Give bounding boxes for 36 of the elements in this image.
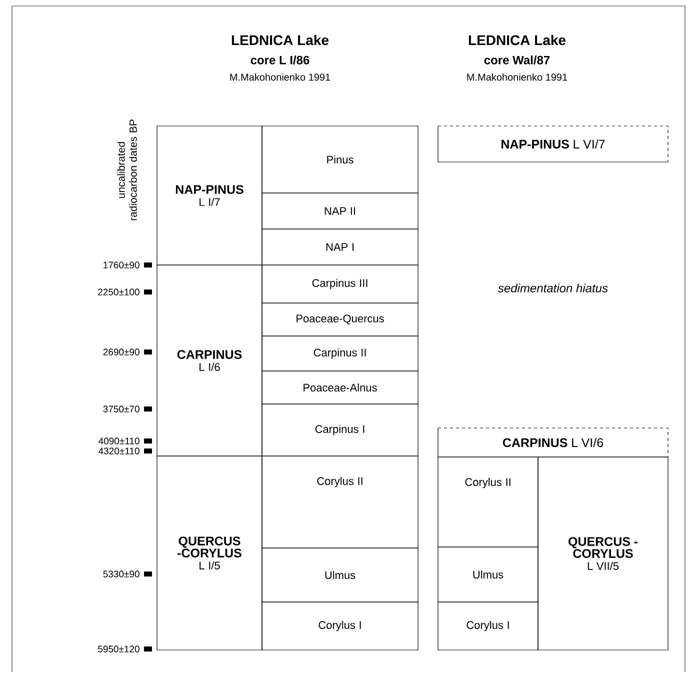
subzone-box: NAP II: [262, 192, 418, 230]
subzone-box: Corylus I: [438, 602, 538, 650]
subzone-box: Corylus II: [262, 456, 418, 548]
date-label: 4090±110: [98, 438, 140, 444]
date-label: 5950±120: [98, 646, 140, 652]
zone-box: CARPINUS L I/6: [156, 264, 262, 456]
core-name: core Wal/87: [484, 56, 550, 64]
subzone-box: Carpinus II: [262, 336, 418, 372]
date-label: 4320±110: [98, 448, 140, 454]
date-label: 2690±90: [103, 348, 140, 356]
subzone-box: Corylus II: [438, 456, 538, 548]
core-name: core L I/86: [250, 56, 310, 64]
core-title: LEDNICA Lake: [232, 34, 329, 46]
axis-label: uncalibrated radiocarbon dates BP: [117, 120, 137, 220]
core-title: LEDNICA Lake: [468, 34, 566, 46]
zone-box: CARPINUS L VI/6: [438, 428, 668, 458]
subzone-box: Poaceae-Alnus: [262, 370, 418, 404]
date-label: 5330±90: [103, 570, 140, 578]
date-label: 3750±70: [103, 406, 140, 412]
zone-box: NAP-PINUS L VI/7: [438, 126, 668, 162]
subzone-box: Poaceae-Quercus: [262, 302, 418, 336]
author-label: M.Makohonienko 1991: [230, 73, 330, 81]
date-label: 1760±90: [104, 262, 140, 268]
hiatus-label: sedimentation hiatus: [498, 284, 608, 292]
date-label: 2250±100: [98, 288, 140, 296]
subzone-box: Ulmus: [262, 548, 418, 602]
zone-box: QUERCUS -CORYLUS L I/5: [156, 456, 262, 650]
subzone-box: Ulmus: [438, 546, 538, 602]
subzone-box: Pinus: [262, 126, 418, 194]
subzone-box: Corylus I: [262, 602, 418, 650]
zone-box: QUERCUS -CORYLUS L VII/5: [538, 456, 668, 650]
subzone-box: Carpinus III: [262, 264, 418, 304]
author-label: M.Makohonienko 1991: [467, 73, 568, 81]
zone-box: NAP-PINUS L I/7: [156, 126, 262, 266]
subzone-box: Carpinus I: [262, 404, 418, 456]
subzone-box: NAP I: [262, 228, 418, 266]
